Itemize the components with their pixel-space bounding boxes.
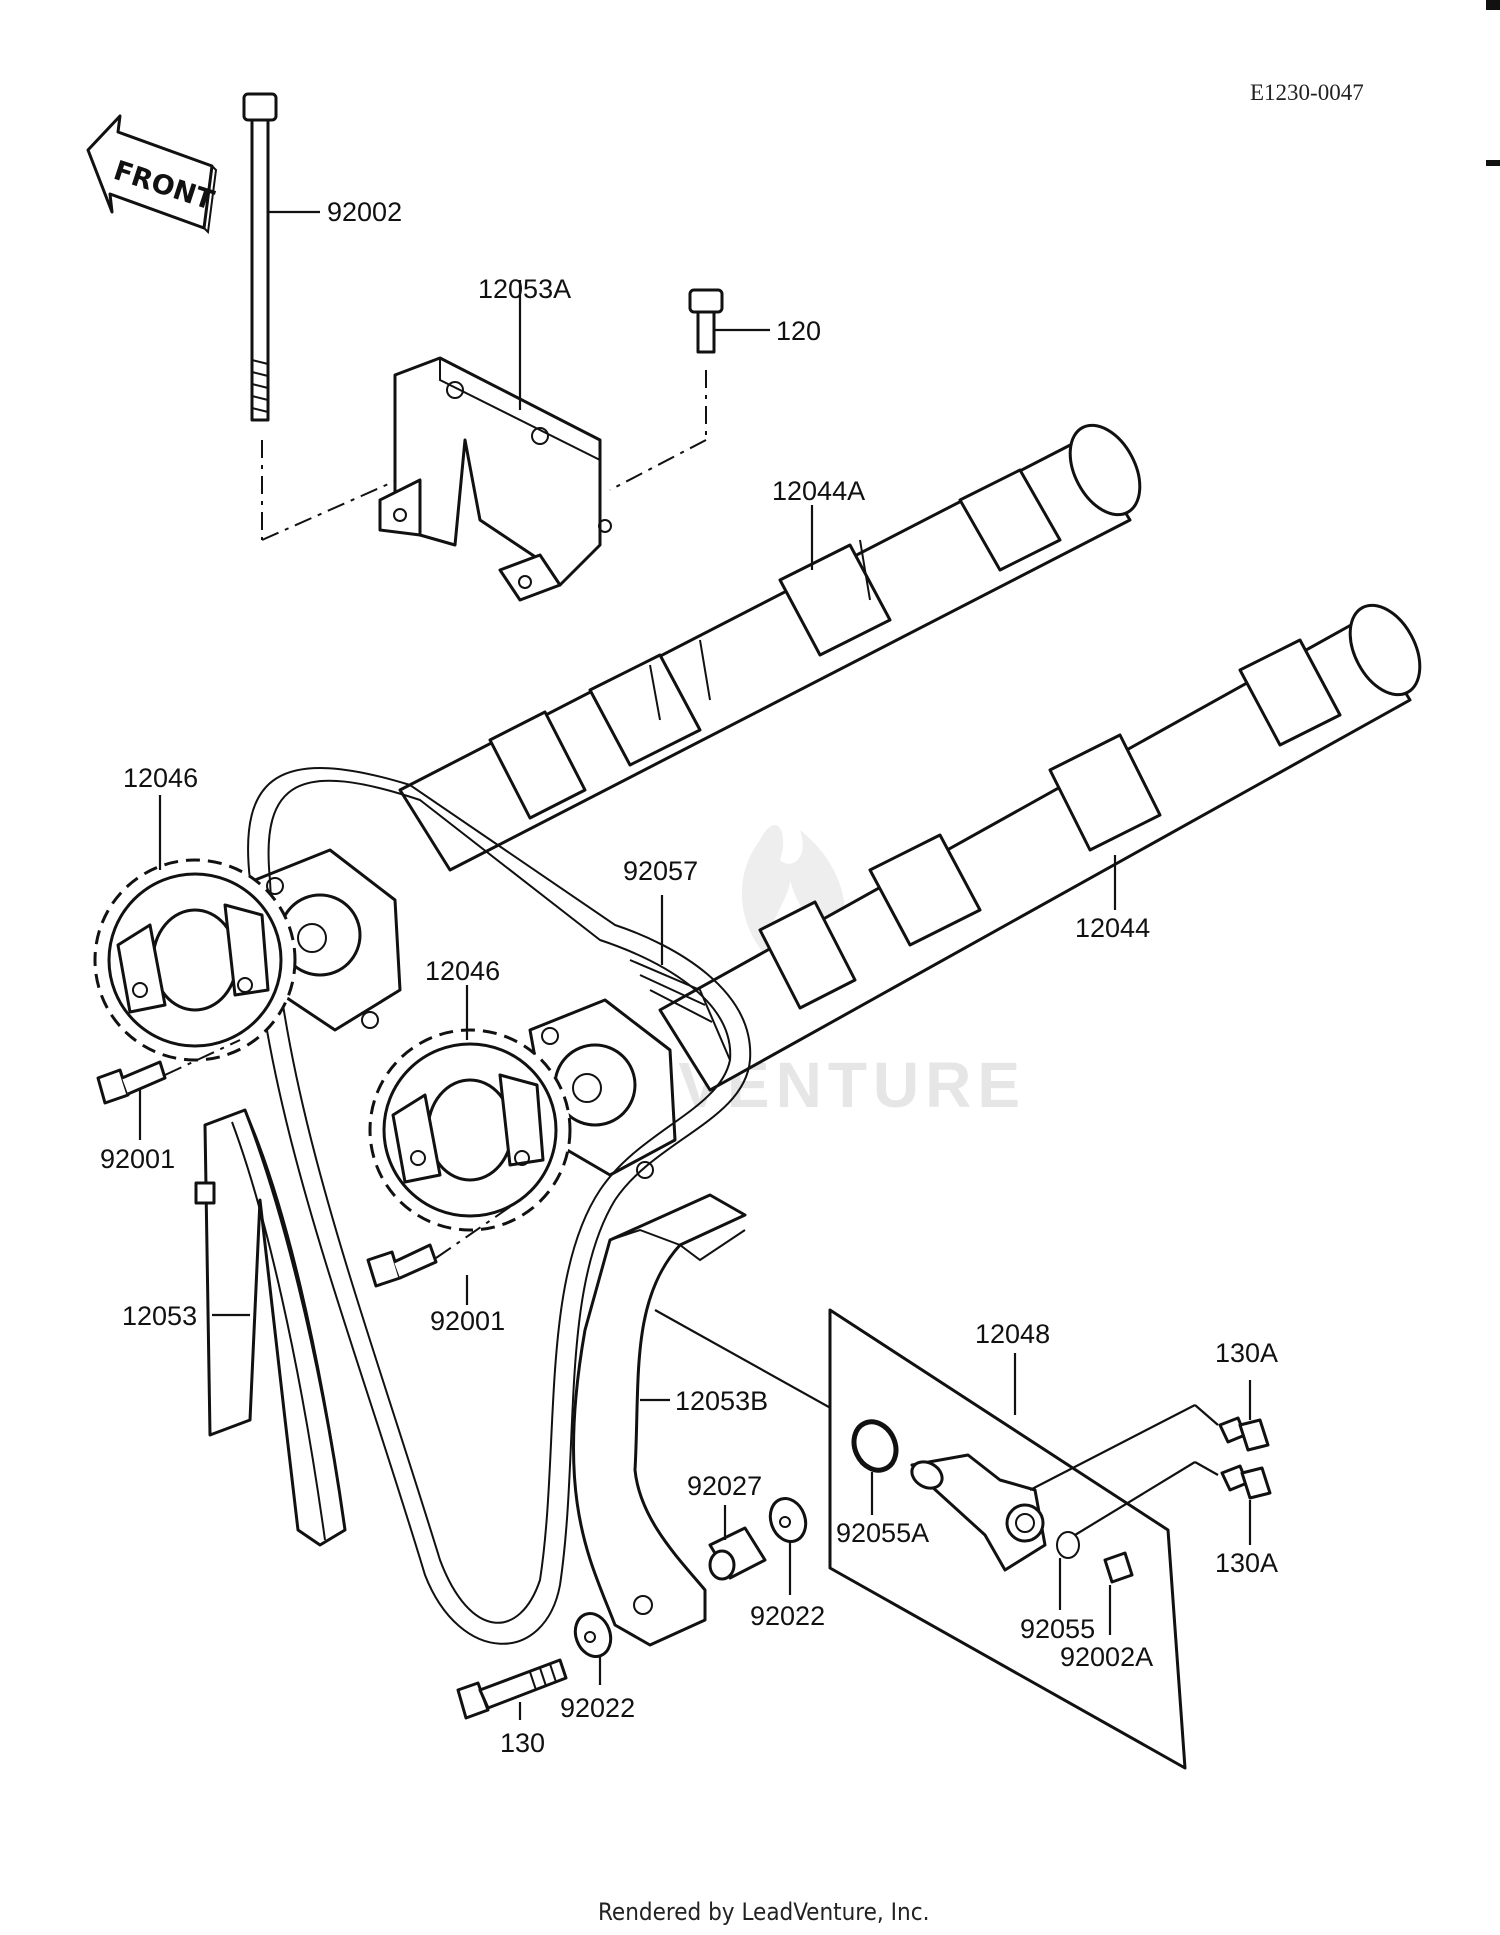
- collar-92027: [708, 1526, 767, 1581]
- part-label-92002: 92002: [327, 197, 402, 227]
- bolt-120: [688, 288, 724, 354]
- tensioner-bolt-130A-top: [1218, 1416, 1270, 1452]
- part-label-130A-top: 130A: [1215, 1338, 1278, 1368]
- camshaft-12044: [658, 603, 1422, 1092]
- cam-sprocket-12046-lower: [368, 1028, 572, 1232]
- part-label-130: 130: [500, 1728, 545, 1758]
- tensioner-assembly-box-12048: [828, 1308, 1187, 1770]
- part-label-12048: 12048: [975, 1319, 1050, 1349]
- part-label-92001-mid: 92001: [430, 1306, 505, 1336]
- part-label-92002A: 92002A: [1060, 1642, 1153, 1672]
- guide-pivot-bolt-130: [456, 1658, 568, 1720]
- part-label-12046-mid: 12046: [425, 956, 500, 986]
- part-label-92022-bottom: 92022: [560, 1693, 635, 1723]
- part-label-12046-top: 12046: [123, 763, 198, 793]
- chain-guide-12053: [194, 1108, 347, 1547]
- upper-chain-guide-bracket-12053A: [378, 356, 612, 602]
- sprocket-bolt-92001-left: [96, 1060, 167, 1105]
- part-label-92055A: 92055A: [836, 1518, 929, 1548]
- part-label-92001-left: 92001: [100, 1144, 175, 1174]
- edge-mark-mid: [1486, 160, 1500, 166]
- part-label-12044A: 12044A: [772, 476, 865, 506]
- part-label-130A-bottom: 130A: [1215, 1548, 1278, 1578]
- part-label-12053A: 12053A: [478, 274, 571, 304]
- washer-92022-right: [768, 1497, 808, 1543]
- part-label-92027: 92027: [687, 1471, 762, 1501]
- edge-mark-top: [1486, 0, 1500, 10]
- washer-92022-bottom: [573, 1612, 613, 1658]
- part-label-92022-right: 92022: [750, 1601, 825, 1631]
- part-label-12053B: 12053B: [675, 1386, 768, 1416]
- chain-guide-12053B: [571, 1193, 747, 1647]
- part-label-12053: 12053: [122, 1301, 197, 1331]
- part-label-92057: 92057: [623, 856, 698, 886]
- part-label-120: 120: [776, 316, 821, 346]
- tensioner-bolt-130A-bottom: [1220, 1464, 1272, 1500]
- footer-credit: Rendered by LeadVenture, Inc.: [598, 1898, 929, 1926]
- diagram-code: E1230-0047: [1250, 80, 1364, 105]
- cam-sprocket-12046-upper: [93, 858, 297, 1062]
- long-stud-bolt-92002: [242, 92, 278, 422]
- part-label-92055: 92055: [1020, 1614, 1095, 1644]
- sprocket-bolt-92001-mid: [366, 1243, 438, 1288]
- part-label-12044: 12044: [1075, 913, 1150, 943]
- o-ring-92055A: [851, 1419, 899, 1473]
- front-arrow-icon: FRONT: [86, 114, 218, 235]
- camshaft-12044A: [398, 423, 1142, 872]
